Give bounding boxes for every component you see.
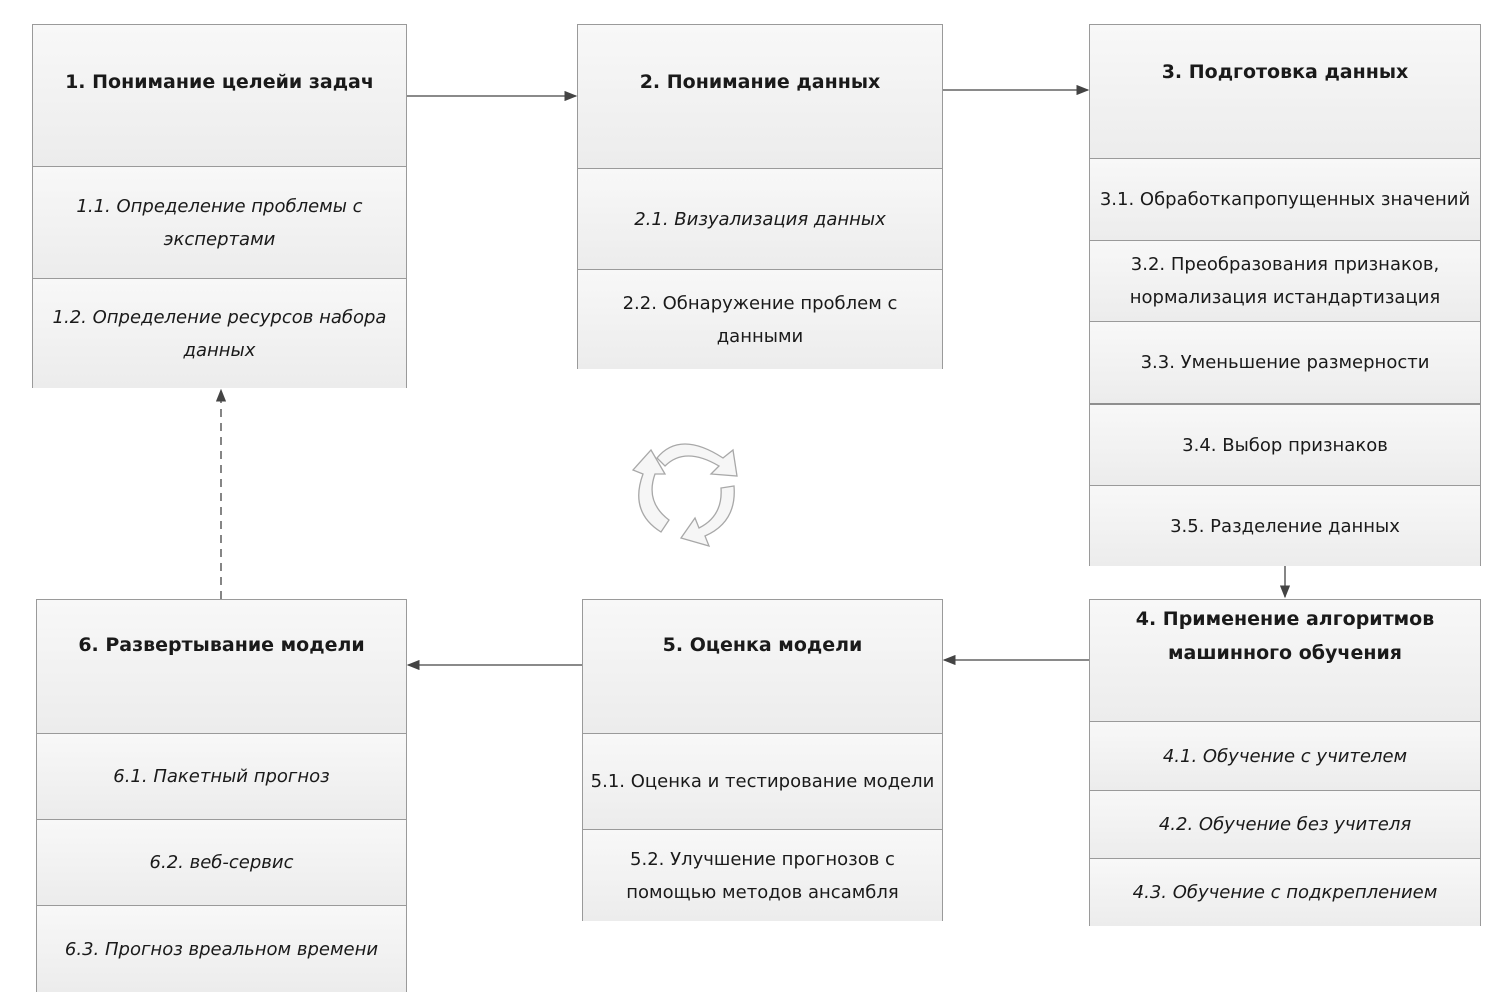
stage-4-title: 4. Применение алгоритмов машинного обуче… — [1090, 600, 1480, 721]
stage-6-item-3: 6.3. Прогноз вреальном времени — [37, 905, 406, 992]
stage-4-box: 4. Применение алгоритмов машинного обуче… — [1089, 599, 1481, 926]
recycle-cycle-icon — [631, 443, 738, 547]
stage-5-box: 5. Оценка модели 5.1. Оценка и тестирова… — [582, 599, 943, 921]
stage-1-item-2: 1.2. Определение ресурсов набора данных — [33, 278, 406, 388]
stage-3-item-1: 3.1. Обработкапропущенных значений — [1090, 158, 1480, 240]
stage-6-title: 6. Развертывание модели — [37, 600, 406, 733]
stage-2-box: 2. Понимание данных 2.1. Визуализация да… — [577, 24, 943, 369]
stage-3-item-2: 3.2. Преобразования признаков, нормализа… — [1090, 240, 1480, 321]
stage-3-title: 3. Подготовка данных — [1090, 25, 1480, 158]
stage-2-item-1: 2.1. Визуализация данных — [578, 168, 942, 269]
stage-6-item-2: 6.2. веб-сервис — [37, 819, 406, 905]
stage-1-title: 1. Понимание целейи задач — [33, 25, 406, 166]
stage-1-item-1: 1.1. Определение проблемы с экспертами — [33, 166, 406, 278]
stage-4-item-3: 4.3. Обучение с подкреплением — [1090, 858, 1480, 926]
stage-2-item-2: 2.2. Обнаружение проблем с данными — [578, 269, 942, 369]
stage-4-item-1: 4.1. Обучение с учителем — [1090, 721, 1480, 790]
stage-5-item-1: 5.1. Оценка и тестирование модели — [583, 733, 942, 829]
stage-5-item-2: 5.2. Улучшение прогнозов с помощью метод… — [583, 829, 942, 921]
stage-6-box: 6. Развертывание модели 6.1. Пакетный пр… — [36, 599, 407, 992]
stage-3-box: 3. Подготовка данных 3.1. Обработкапропу… — [1089, 24, 1481, 566]
stage-5-title: 5. Оценка модели — [583, 600, 942, 733]
stage-3-item-3: 3.3. Уменьшение размерности — [1090, 321, 1480, 403]
stage-3-item-5: 3.5. Разделение данных — [1090, 485, 1480, 566]
stage-2-title: 2. Понимание данных — [578, 25, 942, 168]
stage-1-box: 1. Понимание целейи задач 1.1. Определен… — [32, 24, 407, 388]
stage-6-item-1: 6.1. Пакетный прогноз — [37, 733, 406, 819]
stage-4-item-2: 4.2. Обучение без учителя — [1090, 790, 1480, 858]
stage-3-item-4: 3.4. Выбор признаков — [1090, 403, 1480, 485]
